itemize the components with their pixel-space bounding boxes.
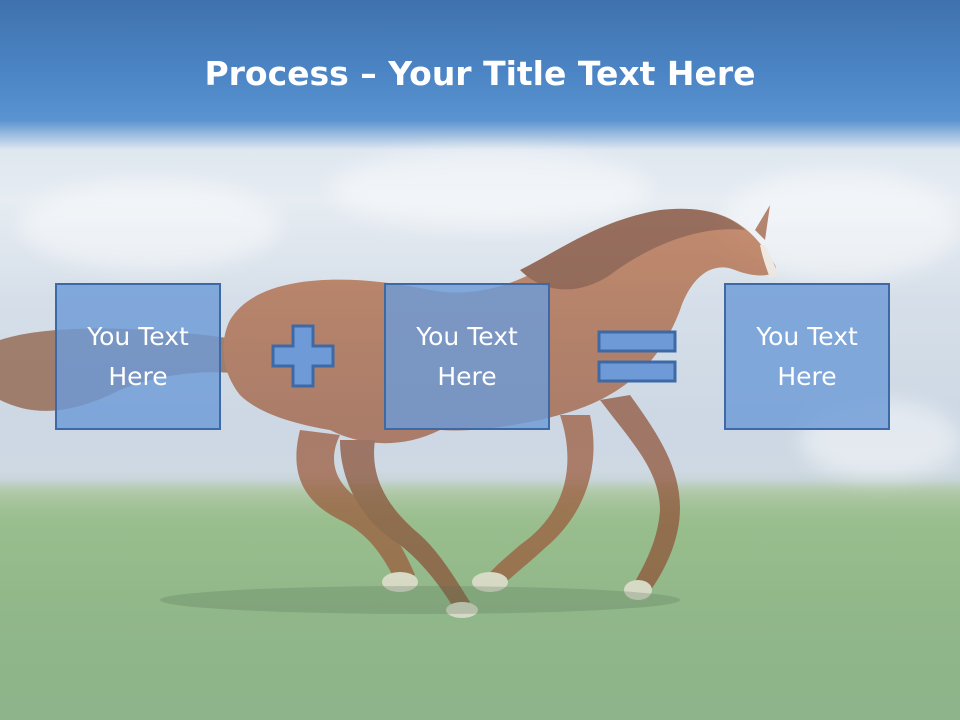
background-grass (0, 470, 960, 720)
process-box-2-label: You Text Here (416, 321, 518, 391)
process-box-3[interactable]: You Text Here (724, 283, 890, 430)
cloud (330, 150, 650, 230)
process-box-2[interactable]: You Text Here (384, 283, 550, 430)
title-rest: – Your Title Text Here (348, 54, 756, 93)
process-box-1-label: You Text Here (87, 321, 189, 391)
cloud (20, 180, 280, 270)
equals-icon (597, 330, 677, 383)
plus-icon (271, 324, 335, 388)
process-box-3-label: You Text Here (756, 321, 858, 391)
slide-title: Process – Your Title Text Here (0, 50, 960, 98)
title-bold: Process (204, 54, 349, 93)
process-box-1[interactable]: You Text Here (55, 283, 221, 430)
